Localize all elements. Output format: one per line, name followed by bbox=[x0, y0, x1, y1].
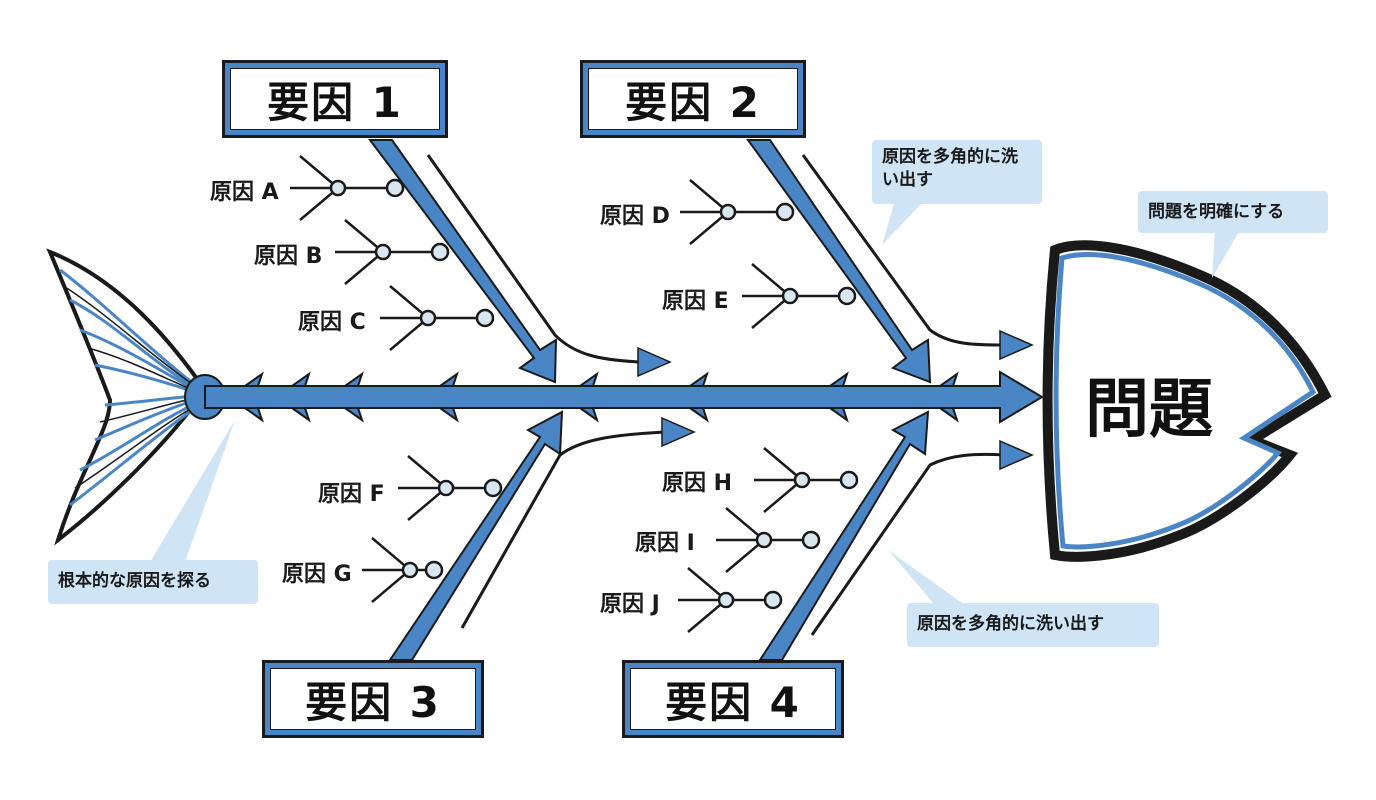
problem-label: 問題 bbox=[1085, 373, 1213, 447]
callout-top-multi: 原因を多角的に洗い出す bbox=[872, 140, 1042, 204]
cause-label-h: 原因 H bbox=[662, 471, 733, 496]
callout-root: 根本的な原因を探る bbox=[48, 560, 258, 604]
factor-label-3: 要因 3 bbox=[305, 677, 441, 727]
callout-bottom-multi: 原因を多角的に洗い出す bbox=[907, 603, 1159, 647]
factor-box-3: 要因 3 bbox=[262, 660, 484, 738]
cause-bones bbox=[290, 155, 859, 633]
flow-arrowheads bbox=[637, 329, 1034, 471]
callout-clarify: 問題を明確にする bbox=[1138, 191, 1328, 233]
factor-box-1: 要因 1 bbox=[222, 60, 448, 138]
cause-label-a: 原因 A bbox=[210, 180, 279, 205]
cause-label-d: 原因 D bbox=[600, 204, 670, 229]
factor-bones bbox=[367, 139, 932, 661]
factor-box-4: 要因 4 bbox=[622, 660, 844, 738]
cause-label-e: 原因 E bbox=[662, 289, 729, 314]
factor-label-1: 要因 1 bbox=[267, 77, 403, 127]
factor-box-2: 要因 2 bbox=[580, 60, 806, 138]
cause-label-b: 原因 B bbox=[254, 244, 323, 269]
factor-label-4: 要因 4 bbox=[665, 677, 801, 727]
fish-spine bbox=[204, 370, 1044, 424]
cause-label-j: 原因 J bbox=[600, 592, 660, 617]
flow-lines bbox=[426, 154, 1006, 636]
callout-pointers bbox=[150, 200, 1240, 605]
cause-label-c: 原因 C bbox=[298, 310, 366, 335]
cause-label-i: 原因 I bbox=[635, 531, 695, 556]
cause-label-g: 原因 G bbox=[282, 562, 352, 587]
cause-label-f: 原因 F bbox=[318, 482, 385, 507]
fish-tail bbox=[46, 248, 226, 546]
factor-label-2: 要因 2 bbox=[625, 77, 761, 127]
